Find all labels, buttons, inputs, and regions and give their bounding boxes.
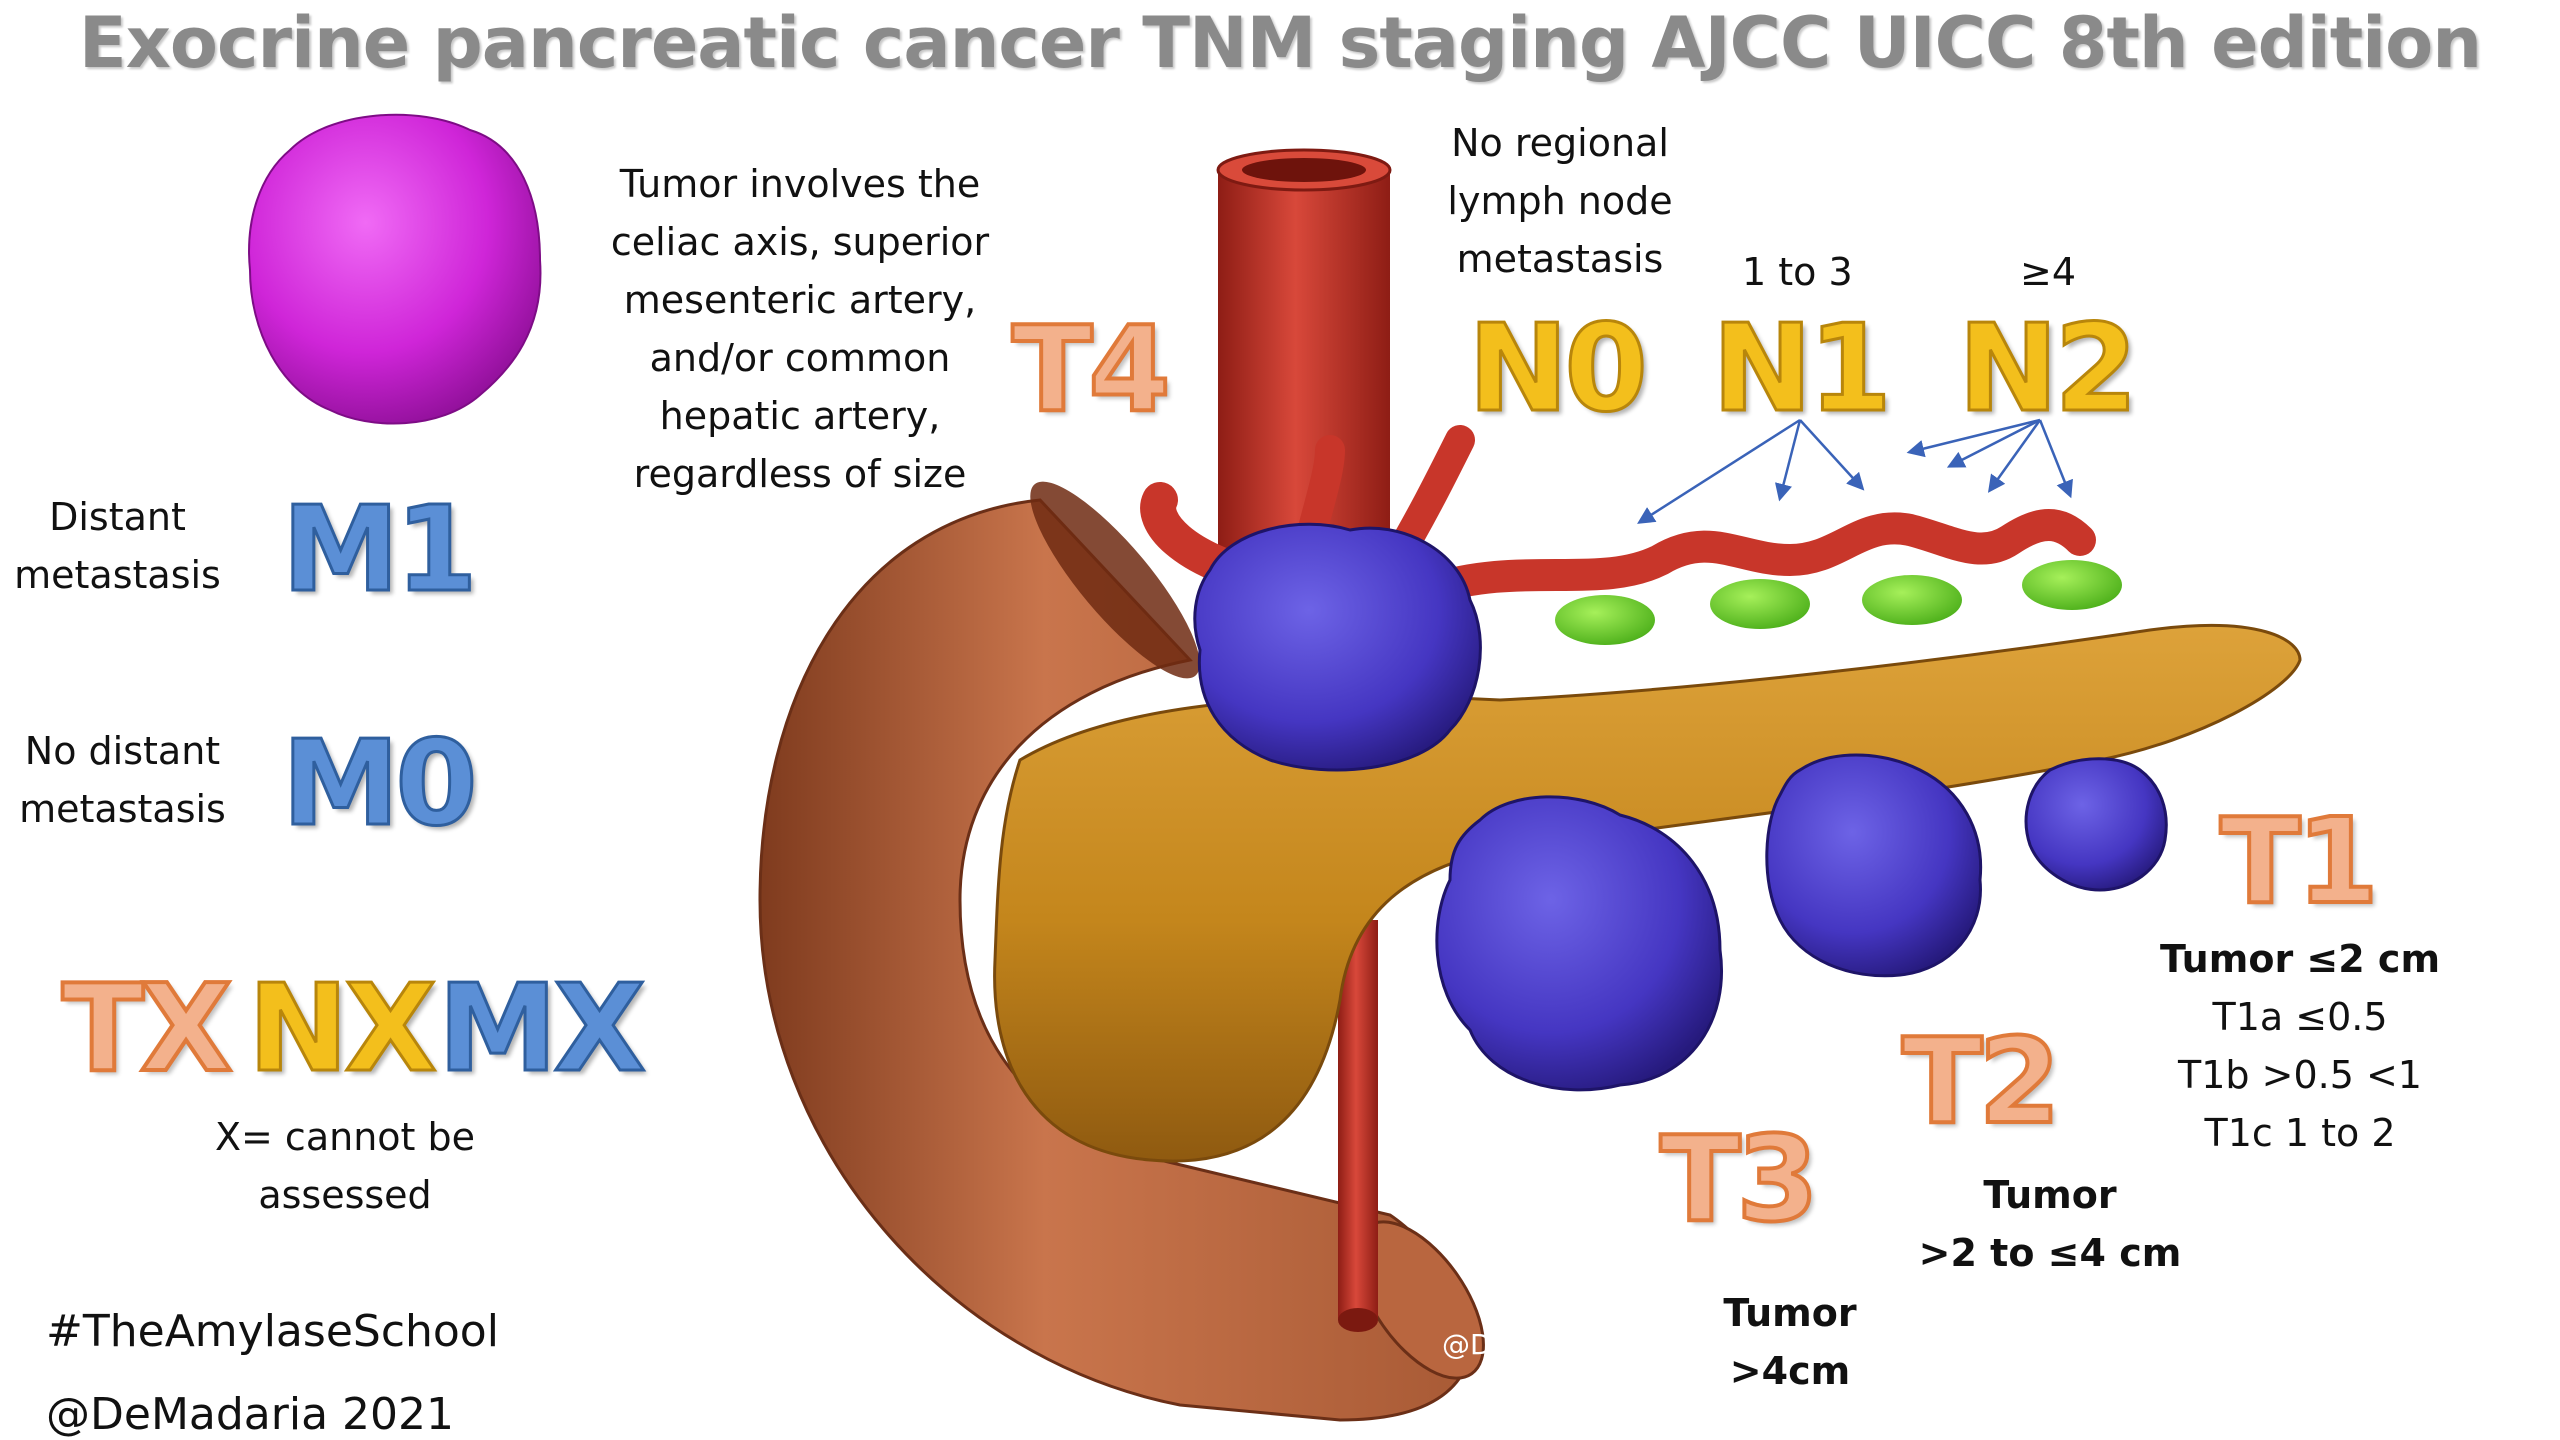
metastasis-blob: [248, 113, 542, 425]
t1-tumor: [2024, 757, 2168, 892]
duodenum: [758, 481, 1485, 1422]
page-title: Exocrine pancreatic cancer TNM staging A…: [78, 2, 2482, 84]
n2-label: N2: [1957, 299, 2140, 441]
lymph-nodes: [1555, 560, 2122, 645]
n0-label: N0: [1467, 299, 1650, 441]
m0-label: M0: [281, 713, 480, 854]
n2-arrows: [1906, 418, 2073, 499]
hashtag: #TheAmylaseSchool: [46, 1306, 499, 1357]
t4-label: T4: [1010, 298, 1173, 440]
mx-label: MX: [437, 959, 648, 1101]
watermark: @DeMadaria: [1442, 1328, 1622, 1361]
t3-description: Tumor>4cm: [1723, 1291, 1857, 1393]
n1-label: N1: [1711, 299, 1894, 441]
t2-description: Tumor>2 to ≤4 cm: [1918, 1173, 2182, 1275]
lymph-node: [1862, 575, 1962, 625]
m1-label: M1: [281, 479, 480, 620]
t2-tumor: [1765, 753, 1983, 978]
t2-label: T2: [1900, 1010, 2063, 1152]
t1-label: T1: [2218, 790, 2381, 932]
t3-label: T3: [1658, 1108, 1821, 1250]
n2-description: ≥4: [2020, 250, 2077, 294]
t4-tumor: [1193, 522, 1482, 772]
lymph-node: [2022, 560, 2122, 610]
t3-tumor: [1435, 795, 1723, 1092]
lymph-node: [1555, 595, 1655, 645]
tx-label: TX: [60, 958, 234, 1101]
splenic-artery: [1414, 509, 2096, 606]
nx-label: NX: [247, 959, 439, 1101]
aorta: [1216, 148, 1392, 1332]
n1-arrows: [1637, 418, 1865, 524]
credit: @DeMadaria 2021: [46, 1389, 455, 1440]
lymph-node: [1710, 579, 1810, 629]
n1-description: 1 to 3: [1742, 250, 1853, 294]
